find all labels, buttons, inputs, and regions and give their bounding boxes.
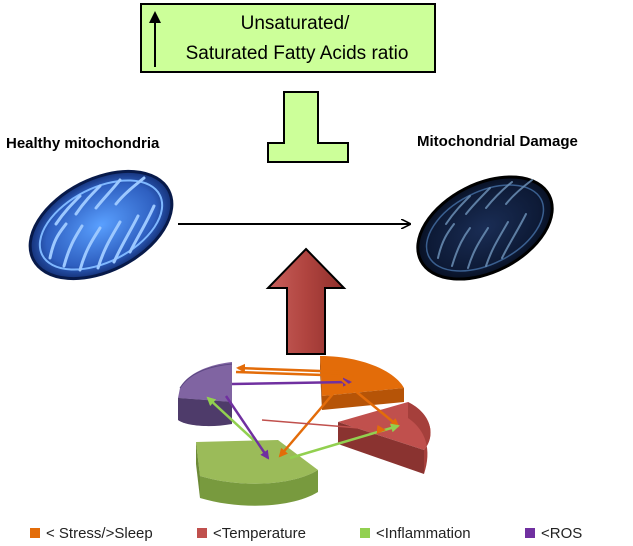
increase-arrow-icon [149, 11, 161, 67]
legend-swatch [360, 528, 370, 538]
legend-label: < Stress/>Sleep [46, 524, 153, 542]
legend-label: <ROS [541, 524, 583, 542]
damage-label: Mitochondrial Damage [417, 133, 578, 150]
healthy-label: Healthy mitochondria [6, 135, 160, 152]
interaction-arrow [235, 370, 354, 381]
interaction-arrow [261, 419, 386, 434]
legend-label: <Temperature [213, 524, 306, 542]
interaction-arrow [206, 396, 259, 445]
upward-block-arrow [265, 247, 347, 355]
legend-item-stress-sleep: < Stress/>Sleep [30, 522, 153, 544]
legend-label: <Inflammation [376, 524, 471, 542]
healthy-mitochondrion-icon [28, 169, 174, 281]
ratio-line-1: Unsaturated/ [240, 13, 350, 34]
pie-slice-temperature [338, 402, 431, 474]
interaction-arrow [231, 377, 352, 387]
interaction-arrow [341, 379, 400, 428]
legend-item-temperature: <Temperature [197, 522, 306, 544]
pie-slice-ros [178, 362, 233, 427]
interaction-arrow [278, 387, 339, 458]
fatty-acid-ratio-box: Unsaturated/ Saturated Fatty Acids ratio [140, 3, 436, 73]
legend-swatch [30, 528, 40, 538]
legend-item-inflammation: <Inflammation [360, 522, 471, 544]
legend-item-ros: <ROS [525, 522, 582, 544]
inhibition-symbol [267, 91, 349, 163]
pie-slice-inflammation [196, 440, 318, 506]
interaction-arrow [224, 395, 270, 460]
damaged-mitochondrion-icon [416, 175, 554, 281]
ratio-line-2: Saturated Fatty Acids ratio [185, 43, 409, 64]
legend-swatch [197, 528, 207, 538]
legend: < Stress/>Sleep <Temperature <Inflammati… [0, 522, 633, 544]
interaction-arrow [236, 363, 349, 374]
legend-swatch [525, 528, 535, 538]
factor-pie-chart [178, 356, 431, 506]
